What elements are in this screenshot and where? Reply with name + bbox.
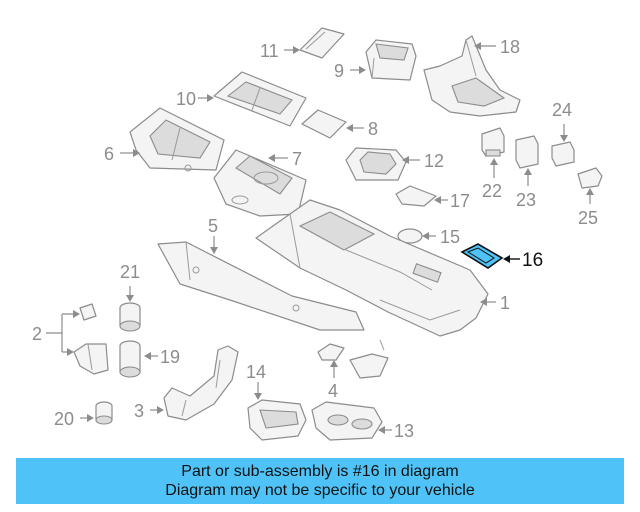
callout-16: 16 [522,250,543,271]
leader-10-arrow [207,94,214,102]
banner-line-2: Diagram may not be specific to your vehi… [165,482,475,499]
part-1 [255,199,489,337]
callout-5: 5 [208,216,218,236]
part-9 [365,39,417,81]
leader-16-arrow [503,255,510,263]
leader-24-arrow [560,135,568,142]
callout-20: 20 [54,409,74,429]
callout-25: 25 [578,208,598,228]
leader-17-arrow [434,196,441,204]
callout-13: 13 [394,421,414,441]
part-4 [317,339,389,379]
callout-9: 9 [334,61,344,81]
part-3 [163,345,239,421]
leader-20-arrow [87,414,94,422]
callout-3: 3 [134,401,144,421]
callout-24: 24 [552,100,572,120]
part-19 [119,340,141,378]
leader-11-arrow [293,46,300,54]
callout-23: 23 [516,190,536,210]
callout-21: 21 [120,262,140,282]
banner-line-1: Part or sub-assembly is #16 in diagram [181,463,459,480]
callout-12: 12 [424,151,444,171]
leader-25-arrow [586,188,594,195]
part-12 [345,147,407,181]
leader-3-arrow [157,406,164,414]
leader-1-arrow [480,298,487,306]
part-17 [395,185,437,207]
leader-2-arrow-b [67,348,74,356]
part-5 [157,241,365,331]
part-13 [311,401,383,441]
part-25 [577,167,603,189]
info-banner: Part or sub-assembly is #16 in diagram D… [16,458,624,504]
part-14 [247,399,307,441]
callout-1: 1 [500,293,510,313]
callout-14: 14 [246,362,266,382]
leader-15-arrow [422,232,429,240]
leader-14-arrow [254,393,262,400]
callout-7: 7 [292,149,302,169]
part-8 [301,109,347,139]
callout-10: 10 [176,89,196,109]
part-24 [551,141,575,167]
leader-7-arrow [268,154,275,162]
leader-21-arrow [126,295,134,302]
leader-23-arrow [524,168,532,175]
callout-17: 17 [450,191,470,211]
callout-4: 4 [328,381,338,401]
callout-6: 6 [104,144,114,164]
leader-12-arrow [402,156,409,164]
leader-8-arrow [346,124,353,132]
leader-6-arrow [133,149,140,157]
part-7 [213,149,307,217]
leader-2 [46,313,76,353]
leader-9-arrow [359,66,366,74]
part-21 [119,302,141,332]
part-18 [423,35,521,117]
callout-19: 19 [160,347,180,367]
leader-13-arrow [378,426,385,434]
callout-11: 11 [260,41,279,61]
leader-18-arrow [474,42,481,50]
leader-19-arrow [144,352,151,360]
part-23 [515,135,539,169]
callout-18: 18 [500,37,520,57]
part-2 [73,303,109,375]
callout-22: 22 [482,181,502,201]
part-20 [95,401,113,425]
callout-2: 2 [32,324,42,344]
leader-4-arrow [330,360,338,367]
part-10 [213,71,307,127]
callout-8: 8 [368,119,378,139]
part-22 [481,127,505,157]
leader-2-arrow-a [73,310,80,318]
part-16 [460,243,504,269]
part-6 [129,107,225,172]
leader-5-arrow [210,247,218,254]
part-11 [299,27,345,59]
leader-22-arrow [490,158,498,165]
callout-15: 15 [440,227,460,247]
